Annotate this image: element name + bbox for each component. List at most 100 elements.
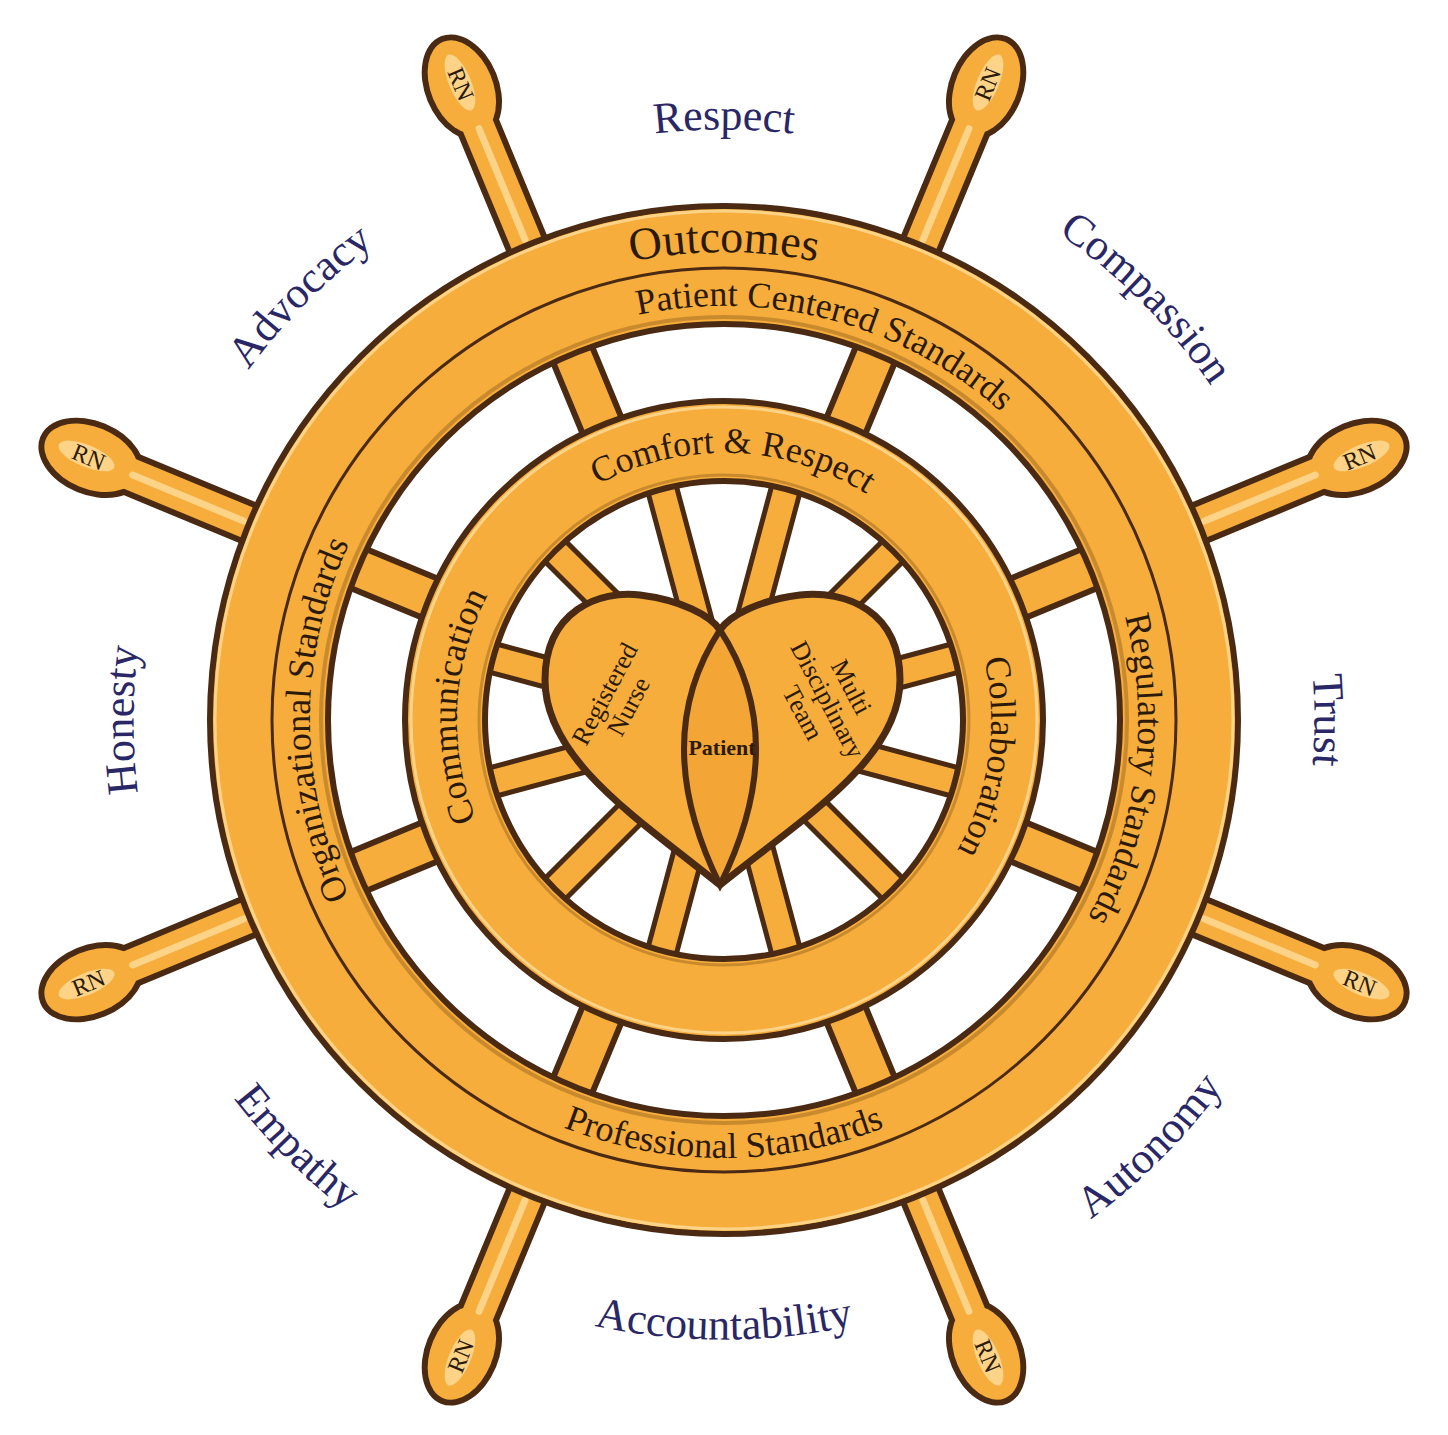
heart-shape bbox=[545, 594, 900, 885]
handle-label: RN bbox=[1340, 439, 1380, 474]
heart-text: Patient bbox=[672, 736, 772, 759]
handle-spoke bbox=[475, 119, 532, 258]
handle-shine bbox=[1204, 919, 1315, 965]
handle-label: RN bbox=[443, 1336, 478, 1376]
handle-spoke bbox=[1186, 471, 1325, 528]
value-word-path: Trust bbox=[1303, 672, 1354, 768]
value-word: Compassion bbox=[1052, 201, 1243, 391]
handle-spoke bbox=[915, 119, 972, 258]
value-word-path: Honesty bbox=[94, 643, 147, 797]
heart-text: Multi Disciplinary Team bbox=[758, 619, 896, 781]
handle-label: RN bbox=[69, 439, 109, 474]
handle-knob bbox=[1292, 403, 1422, 513]
value-word: Advocacy bbox=[217, 213, 380, 376]
handle-knob bbox=[438, 1326, 481, 1390]
band-text: Comfort & Respect bbox=[584, 421, 884, 501]
handle-shine bbox=[479, 129, 525, 240]
ring-shine bbox=[411, 407, 1037, 1033]
inner-ring bbox=[445, 441, 1003, 999]
handle-shine bbox=[133, 475, 244, 521]
handle-label: RN bbox=[970, 1336, 1005, 1376]
handle-knob bbox=[55, 434, 119, 477]
ring-shade bbox=[479, 475, 969, 965]
handle-spoke bbox=[123, 471, 262, 528]
handle-knob bbox=[1330, 434, 1394, 477]
handle-label: RN bbox=[443, 64, 478, 104]
band-text-path: Comfort & Respect bbox=[584, 421, 884, 501]
value-word: Accountability bbox=[592, 1288, 855, 1350]
handle-knob bbox=[1292, 927, 1422, 1037]
handle-knob bbox=[55, 962, 119, 1005]
rim-shade bbox=[321, 317, 1127, 1123]
band-text: Communication bbox=[425, 581, 495, 830]
handle-shine bbox=[133, 919, 244, 965]
handle-knob bbox=[26, 927, 156, 1037]
handle-label: RN bbox=[69, 966, 109, 1001]
handle-shine bbox=[923, 1200, 969, 1311]
handle-knob bbox=[966, 51, 1009, 115]
handle-spoke bbox=[915, 119, 972, 258]
band-text-layer: OutcomesPatient Centered StandardsRegula… bbox=[209, 205, 1239, 1235]
handle-spoke bbox=[123, 911, 262, 968]
rim-divider bbox=[272, 268, 1176, 1172]
handle-knob bbox=[407, 1288, 517, 1418]
band-text-path: Outcomes bbox=[625, 211, 824, 271]
handle-spoke bbox=[1186, 911, 1325, 968]
handle-knob bbox=[26, 403, 156, 513]
value-word: Empathy bbox=[226, 1074, 370, 1218]
handle-spoke bbox=[475, 119, 532, 258]
band-text: Regulatory Standards bbox=[1081, 609, 1170, 933]
handle-knob bbox=[939, 30, 1034, 144]
handle-shine bbox=[923, 129, 969, 240]
outer-rim bbox=[269, 265, 1179, 1175]
value-word-path: Autonomy bbox=[1067, 1063, 1231, 1227]
handle-label: RN bbox=[1340, 966, 1380, 1001]
nurse-lobe: Registered Nurse bbox=[560, 625, 674, 774]
handle-knob bbox=[414, 1296, 509, 1410]
value-word-path: Empathy bbox=[226, 1074, 370, 1218]
handle-spoke bbox=[1186, 471, 1325, 528]
handle-shine bbox=[1204, 475, 1315, 521]
band-text-path: Collaboration bbox=[950, 653, 1023, 865]
handle-knob bbox=[966, 1326, 1009, 1390]
handle-spoke bbox=[475, 1182, 532, 1321]
value-word: Honesty bbox=[94, 643, 147, 797]
heart-text: Registered Nurse bbox=[560, 625, 674, 774]
band-text: Patient Centered Standards bbox=[632, 274, 1022, 418]
handle-knob bbox=[34, 935, 148, 1030]
handle-spoke bbox=[915, 1182, 972, 1321]
handle-knob bbox=[414, 30, 509, 144]
outer-rim bbox=[269, 265, 1179, 1175]
outer-rim-band: OutcomesPatient Centered StandardsRegula… bbox=[209, 205, 1239, 1235]
band-text: Organizational Standards bbox=[278, 530, 357, 909]
value-word-path: Accountability bbox=[592, 1288, 855, 1350]
handle-spoke bbox=[123, 471, 262, 528]
handle-knob bbox=[34, 410, 148, 505]
handle-shine bbox=[479, 1200, 525, 1311]
rim-shine bbox=[215, 211, 1233, 1229]
value-word: Trust bbox=[1303, 672, 1354, 768]
handle-label: RN bbox=[970, 64, 1005, 104]
inner-ring bbox=[445, 441, 1003, 999]
band-text-path: Communication bbox=[425, 581, 495, 830]
handle-spoke bbox=[123, 911, 262, 968]
band-text-path: Regulatory Standards bbox=[1081, 609, 1170, 933]
handle-knob bbox=[1300, 410, 1414, 505]
band-text: Professional Standards bbox=[560, 1097, 887, 1166]
value-word-path: Compassion bbox=[1052, 201, 1243, 391]
value-word-path: Advocacy bbox=[217, 213, 380, 376]
handle-knob bbox=[1330, 962, 1394, 1005]
handle-knob bbox=[931, 1288, 1041, 1418]
handle-knob bbox=[438, 51, 481, 115]
band-text-path: Professional Standards bbox=[560, 1097, 887, 1166]
band-text: Outcomes bbox=[625, 211, 824, 271]
inner-ring-band: Comfort & RespectCollaboration Communicat… bbox=[404, 400, 1044, 1040]
patient-overlap: Patient bbox=[672, 736, 772, 759]
band-text: Collaboration bbox=[950, 653, 1023, 865]
handle-spoke bbox=[1186, 911, 1325, 968]
team-lobe: Multi Disciplinary Team bbox=[758, 619, 896, 781]
band-text-path: Organizational Standards bbox=[278, 530, 357, 909]
handle-spoke bbox=[475, 1182, 532, 1321]
handle-spoke bbox=[915, 1182, 972, 1321]
